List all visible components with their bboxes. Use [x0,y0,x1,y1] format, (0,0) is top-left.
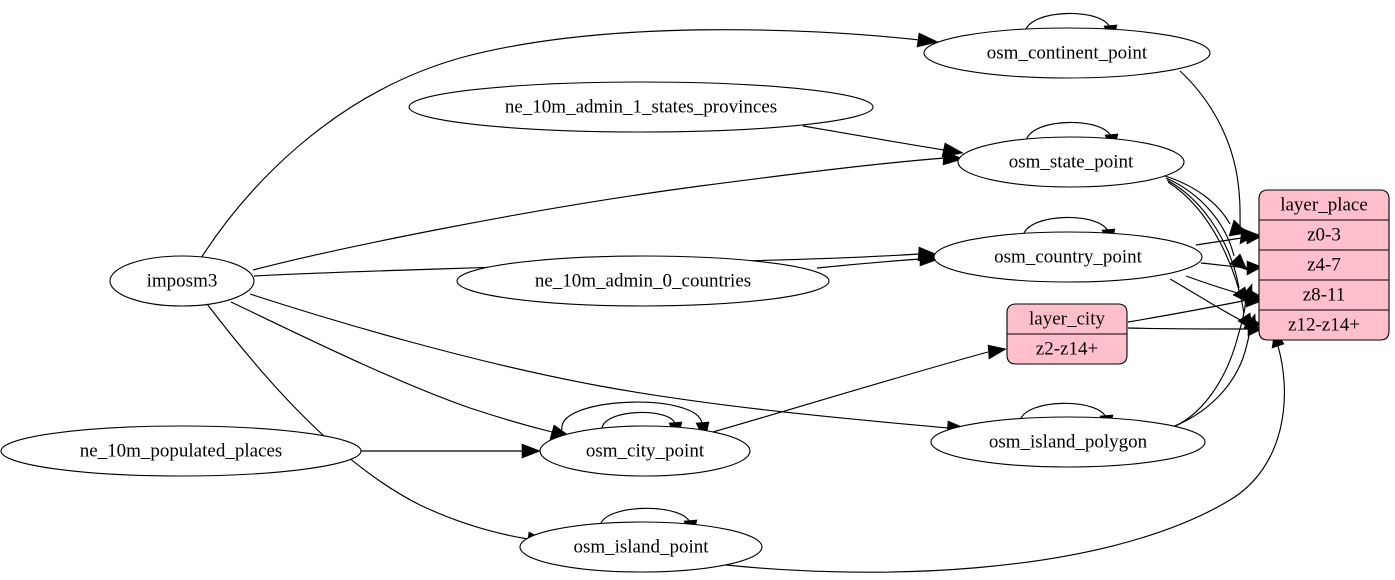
node-imposm3[interactable]: imposm3 [109,255,255,307]
node-label-osm-state-point: osm_state_point [1009,151,1134,172]
edge-osm-country-point-to-layer-place-z0-3 [1195,236,1249,246]
edge-self-loop-osm-state-point [1025,121,1112,142]
edge-osm-state-point-to-layer-place-z4-7 [1165,177,1235,257]
edge-osm-continent-point-to-layer-place-z0-3 [1179,70,1241,233]
node-label-osm-continent-point: osm_continent_point [987,42,1148,63]
node-shape-osm-state-point[interactable] [957,136,1185,188]
node-label-ne-10m-admin-1-states-provinces: ne_10m_admin_1_states_provinces [505,96,777,117]
node-label-ne-10m-populated-places: ne_10m_populated_places [80,440,283,461]
node-osm-island-polygon[interactable]: osm_island_polygon [930,416,1206,468]
edge-self-loop-osm-country-point [1022,216,1109,237]
arrowhead [1228,219,1248,237]
edge-self-loop-inner-osm-city-point [601,411,676,429]
edge-osm-city-point-to-layer-city-z2 [705,351,989,435]
node-layer: imposm3 ne_10m_admin_1_states_provinces … [0,27,1211,573]
edge-osm-island-polygon-to-layer-place-z12 [1171,329,1251,428]
node-shape-osm-continent-point[interactable] [923,27,1211,79]
edge-layer-city-to-layer-place-z8-11 [1127,299,1249,323]
arrowhead [1245,229,1263,245]
node-osm-state-point[interactable]: osm_state_point [957,136,1185,188]
edge-osm-country-point-to-layer-place-z4-7 [1200,262,1249,269]
arrowhead [1247,321,1263,337]
node-shape-osm-city-point[interactable] [539,425,751,477]
arrowhead [941,142,964,158]
node-shape-osm-country-point[interactable] [933,231,1203,283]
node-label-ne-10m-admin-0-countries: ne_10m_admin_0_countries [535,270,751,291]
node-label-osm-country-point: osm_country_point [994,246,1142,267]
node-label-imposm3: imposm3 [147,270,218,291]
record-row-layer-place-z0-3[interactable]: z0-3 [1307,224,1341,245]
edge-imposm3-to-osm-continent-point [200,29,921,259]
node-label-osm-city-point: osm_city_point [586,440,705,461]
edge-osm-state-point-to-layer-place-z8-11 [1166,179,1240,289]
node-ne-10m-populated-places[interactable]: ne_10m_populated_places [0,425,362,477]
node-ne-10m-admin-0-countries[interactable]: ne_10m_admin_0_countries [456,255,830,307]
record-node-layer-place-body[interactable] [1258,189,1390,341]
edge-imposm3-to-osm-city-point [230,301,553,433]
edge-self-loop-outer-osm-city-point [561,401,703,431]
node-osm-city-point[interactable]: osm_city_point [539,425,751,477]
edge-layer-city-to-layer-place-z12 [1127,327,1249,330]
edge-self-loop-osm-island-polygon [1019,402,1107,422]
edge-imposm3-to-osm-state-point [252,157,946,271]
arrowhead [987,344,1007,360]
node-osm-country-point[interactable]: osm_country_point [933,231,1203,283]
edge-self-loop-osm-continent-point [1024,12,1111,33]
edge-imposm3-to-osm-island-polygon [249,293,949,429]
record-row-layer-city-z2-z14[interactable]: z2-z14+ [1036,338,1098,359]
record-row-layer-place-title: layer_place [1280,194,1368,215]
edge-self-loop-osm-island-point [599,507,691,527]
arrowhead [916,32,939,48]
node-shape-osm-island-polygon[interactable] [930,416,1206,468]
record-node-layer-place[interactable]: layer_place z0-3 z4-7 z8-11 z12-z14+ [1258,189,1390,341]
node-shape-ne-10m-populated-places[interactable] [0,425,362,477]
node-shape-ne-10m-admin-0-countries[interactable] [456,255,830,307]
arrowhead [1246,260,1263,276]
edge-osm-island-point-to-layer-place-z12 [699,345,1285,573]
node-ne-10m-admin-1-states-provinces[interactable]: ne_10m_admin_1_states_provinces [408,81,874,133]
edge-imposm3-to-osm-island-point [206,303,529,540]
node-label-osm-island-polygon: osm_island_polygon [989,431,1148,452]
record-node-layer-city[interactable]: layer_city z2-z14+ [1006,303,1128,365]
edge-osm-country-point-to-layer-place-z12 [1169,278,1247,324]
record-row-layer-place-z8-11[interactable]: z8-11 [1303,284,1346,305]
edge-ne-admin0-countries-to-osm-country-point [816,258,921,269]
node-label-osm-island-point: osm_island_point [573,536,709,557]
node-osm-island-point[interactable]: osm_island_point [519,521,763,573]
arrowhead [919,251,940,267]
edge-osm-state-point-to-layer-place-z0-3 [1164,175,1231,225]
record-row-layer-place-z4-7[interactable]: z4-7 [1307,254,1341,275]
edge-osm-state-point-to-layer-place-z12 [1167,181,1245,315]
record-row-layer-city-title: layer_city [1029,308,1105,329]
record-row-layer-place-z12-z14[interactable]: z12-z14+ [1288,314,1360,335]
arrowhead [1245,292,1263,308]
arrowhead [521,443,541,459]
node-shape-osm-island-point[interactable] [519,521,763,573]
edge-ne-states-provinces-to-osm-state-point [802,125,945,151]
edge-osm-island-polygon-to-layer-place-z8-11 [1167,299,1247,430]
node-osm-continent-point[interactable]: osm_continent_point [923,27,1211,79]
node-shape-imposm3[interactable] [109,255,255,307]
node-shape-ne-10m-admin-1-states-provinces[interactable] [408,81,874,133]
